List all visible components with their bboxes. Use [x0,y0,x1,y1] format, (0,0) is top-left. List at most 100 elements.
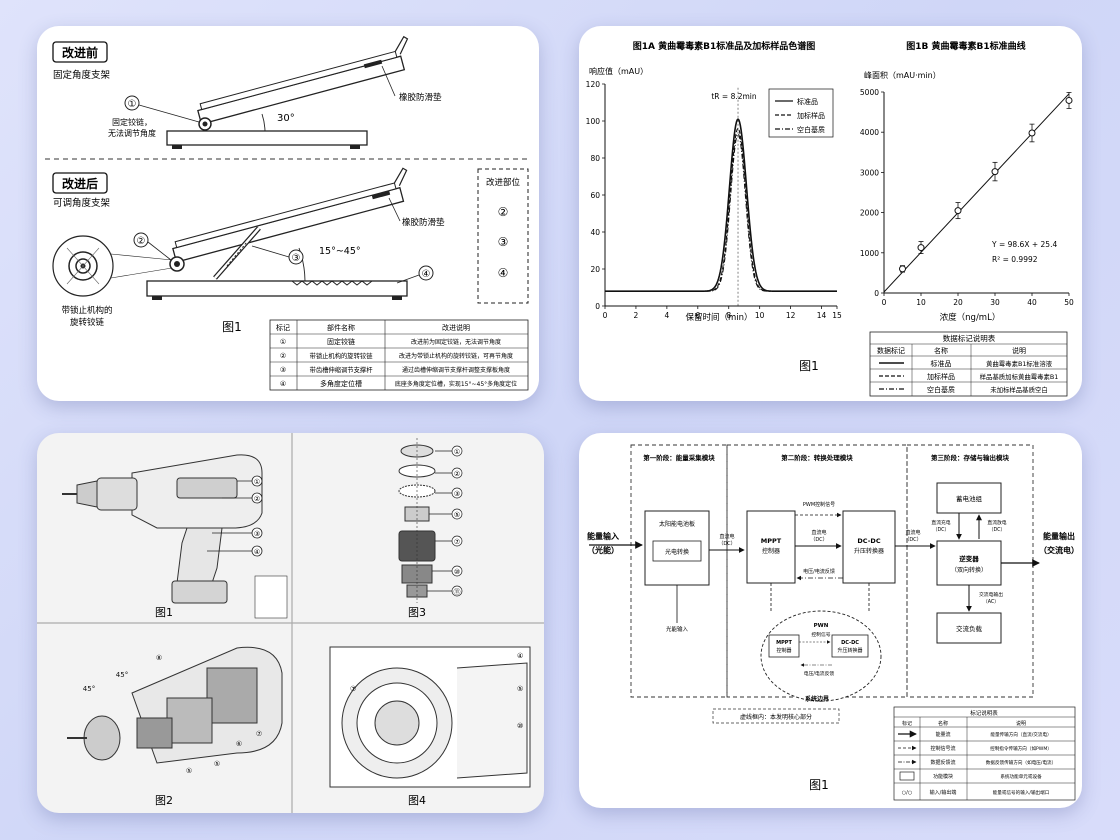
chart-b-point [917,244,925,252]
chart-a-annotation: tR = 8.2min [711,92,757,101]
svg-text:部件名称: 部件名称 [327,323,355,332]
svg-text:带齿槽伸缩调节支撑杆: 带齿槽伸缩调节支撑杆 [310,365,374,374]
svg-text:④: ④ [422,269,431,280]
svg-text:改进前为固定铰链，无法调节角度: 改进前为固定铰链，无法调节角度 [411,338,501,346]
chart-a-xtick-label: 14 [817,311,827,320]
before-title-box [52,41,108,63]
svg-text:黄曲霉毒素B1标准溶液: 黄曲霉毒素B1标准溶液 [986,359,1053,368]
chart-b-point [1065,96,1073,104]
core-note-box [712,708,840,724]
svg-text:②: ② [137,236,146,247]
chart-b-ylabel: 峰面积（mAU·min） [864,70,941,80]
mppt-label-2: 控制器 [762,547,780,555]
inverter-box [936,540,1002,586]
svg-text:（AC）: （AC） [983,599,999,605]
mppt-label-1: MPPT [761,537,782,545]
svg-text:功能模块: 功能模块 [933,773,953,780]
before-subtitle: 固定角度支架 [53,69,111,81]
improvement-4: ④ [498,266,509,280]
svg-text:空白基质: 空白基质 [927,385,955,394]
svg-text:加标样品: 加标样品 [927,372,955,381]
chart-b-point [954,207,962,215]
after-rubber-pad [371,190,391,200]
stage2-title: 第二阶段：转换处理模块 [781,453,853,462]
improvement-title: 改进部位 [486,177,521,188]
before-pad-label: 橡胶防滑垫 [399,92,442,103]
chart-a-legend-label-2: 加标样品 [797,111,825,120]
mppt-small-box [768,634,800,658]
after-title-box [52,172,108,194]
chart-a-series-2 [605,127,837,292]
output-label-1: 能量输出 [1043,531,1075,541]
chart-a-series-1 [605,118,837,292]
fig1-parts-table [254,575,288,619]
fig4-caption: 图4 [408,794,426,807]
bracket-diagram: 改进前 固定角度支架 橡胶防滑垫 30° ① 固定铰链， 无法调节角度 改进后 … [45,35,531,391]
fig-label: 图1 [222,320,242,334]
pwm-label: PWM控制信号 [803,501,835,508]
chart-fig-label: 图1 [799,359,819,373]
svg-text:标记说明表: 标记说明表 [970,709,998,717]
svg-text:直流电: 直流电 [719,533,734,540]
core-note: 虚线框内：本发明核心部分 [740,713,812,721]
chart-a-xtick-label: 8 [726,311,731,320]
improvement-2: ② [498,205,509,219]
svg-text:电压/电流反馈: 电压/电流反馈 [804,670,835,677]
chart-b-ytick-label: 4000 [860,128,879,137]
svg-text:改进说明: 改进说明 [442,323,470,332]
exploded-parts [398,438,436,603]
svg-text:标记: 标记 [902,720,912,727]
svg-text:交流电输出: 交流电输出 [979,591,1003,598]
flow-legend-table: 标记说明表 标记 名称 说明 ○/○ 能量流 能量传输方向（直流/交流电） 控制… [893,706,1076,801]
svg-text:③: ③ [280,366,286,374]
cutaway-drawing [67,646,283,764]
fig3-label-10: ⑩ [454,568,460,576]
chart-a-xtick-label: 0 [603,311,608,320]
svg-text:带锁止机构的旋转铰链: 带锁止机构的旋转铰链 [310,351,374,360]
fig3-label-2: ② [454,470,460,478]
svg-text:（DC）: （DC） [933,527,950,533]
chart-a-ytick-label: 100 [586,117,601,126]
chart-a-series-3 [605,133,837,292]
svg-text:①: ① [280,338,286,346]
chart-a-ytick-label: 80 [590,154,600,163]
svg-text:名称: 名称 [934,346,948,355]
fig3-label-11: ⑪ [454,588,461,596]
chart-b-ytick-label: 0 [874,289,879,298]
svg-text:升压转换器: 升压转换器 [837,647,862,654]
chart-a-xtick-label: 6 [695,311,700,320]
feedback-label: 电压/电流反馈 [803,568,835,575]
chart-a-ytick-label: 40 [590,228,600,237]
svg-text:名称: 名称 [938,720,948,727]
fig2-caption: 图2 [155,794,173,807]
dcdc-label-1: DC-DC [857,537,880,545]
svg-text:通过齿槽伸缩调节支撑杆调整支撑板角度: 通过齿槽伸缩调节支撑杆调整支撑板角度 [402,366,510,374]
svg-text:DC-DC: DC-DC [841,640,859,646]
fig3-label-7: ⑦ [454,538,460,546]
battery-box [936,482,1002,514]
svg-text:能量流: 能量流 [935,731,950,738]
chart-b-xtick-label: 0 [882,298,887,307]
before-angle: 30° [277,113,295,124]
svg-text:直流放电: 直流放电 [987,519,1006,526]
stage3-title: 第三阶段：存储与输出模块 [931,453,1010,462]
flow-fig-label: 图1 [809,778,829,792]
chart-b-title: 图1B 黄曲霉毒素B1标准曲线 [906,40,1025,52]
chart-b-ytick-label: 1000 [860,249,879,258]
load-label: 交流负载 [956,624,983,633]
dcdc-small-box [831,634,869,658]
fig2-label-5b: ⑤ [214,760,220,768]
fig4-label-10: ⑩ [517,722,523,730]
svg-text:数据反馈传输方向（如电压/电流）: 数据反馈传输方向（如电压/电流） [986,759,1056,766]
fig2-label-8: ⑧ [156,654,162,662]
svg-text:④: ④ [280,380,286,388]
fig4-label-7: ⑦ [350,685,356,693]
svg-text:直流电: 直流电 [905,529,920,536]
chart-a-legend-label-1: 标准品 [797,97,818,106]
angle-slots [291,280,373,286]
svg-text:控制指令传输方向（如PWM）: 控制指令传输方向（如PWM） [990,745,1052,752]
fig2-label-7: ⑦ [256,730,262,738]
chart-a-xlabel: 保留时间（min） [685,312,752,323]
fig1-label-2: ② [254,495,260,503]
